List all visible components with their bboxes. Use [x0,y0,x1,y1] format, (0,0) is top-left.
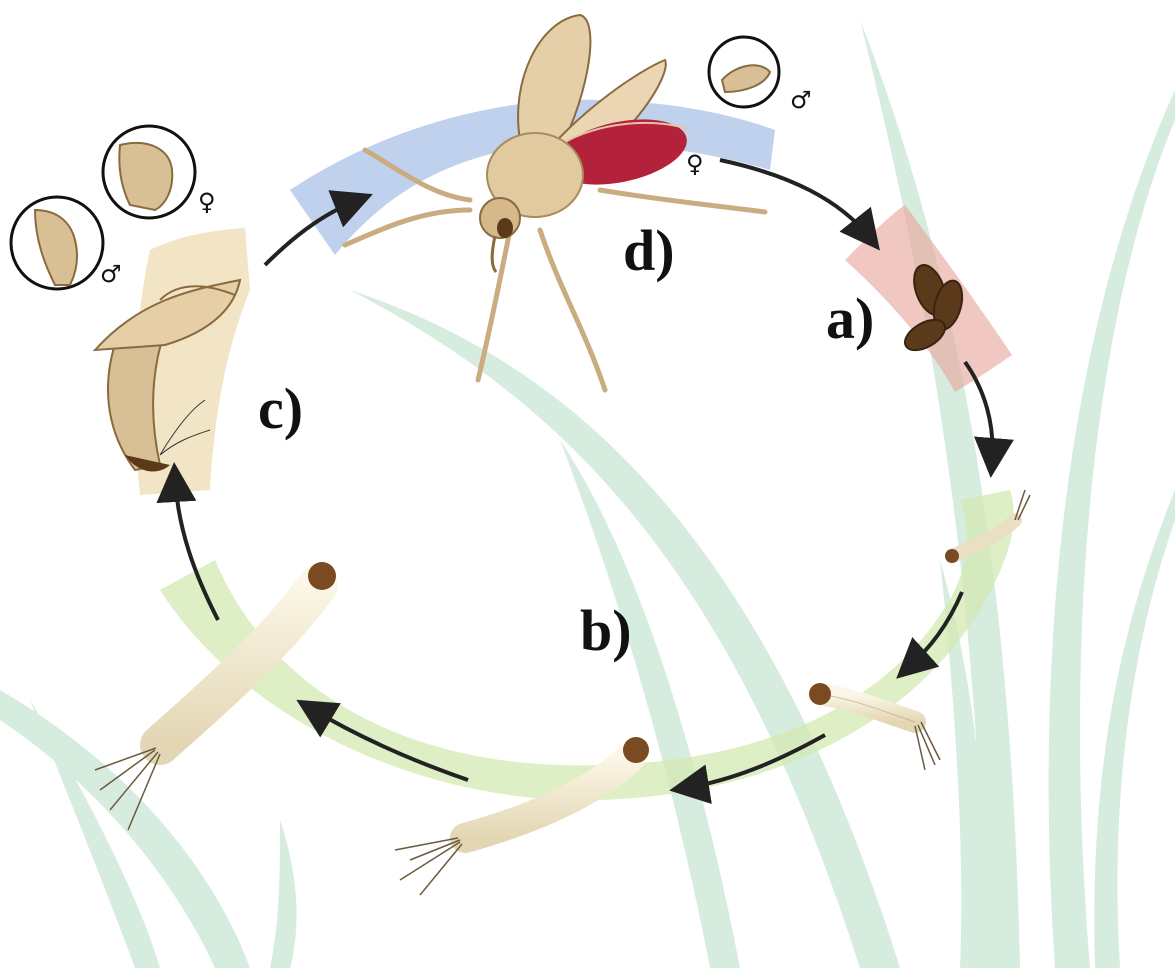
female-symbol: ♀ [686,150,704,178]
male-symbol: ♂ [100,260,122,288]
female-symbol: ♀ [198,188,216,216]
sand-fly-icon [345,15,765,390]
male-symbol: ♂ [790,86,812,114]
arrow-icon [720,160,870,238]
stage-label-c: c) [258,376,303,441]
stage-label-a: a) [826,286,874,351]
stage-label-d: d) [623,218,675,283]
stage-label-b: b) [580,598,632,663]
